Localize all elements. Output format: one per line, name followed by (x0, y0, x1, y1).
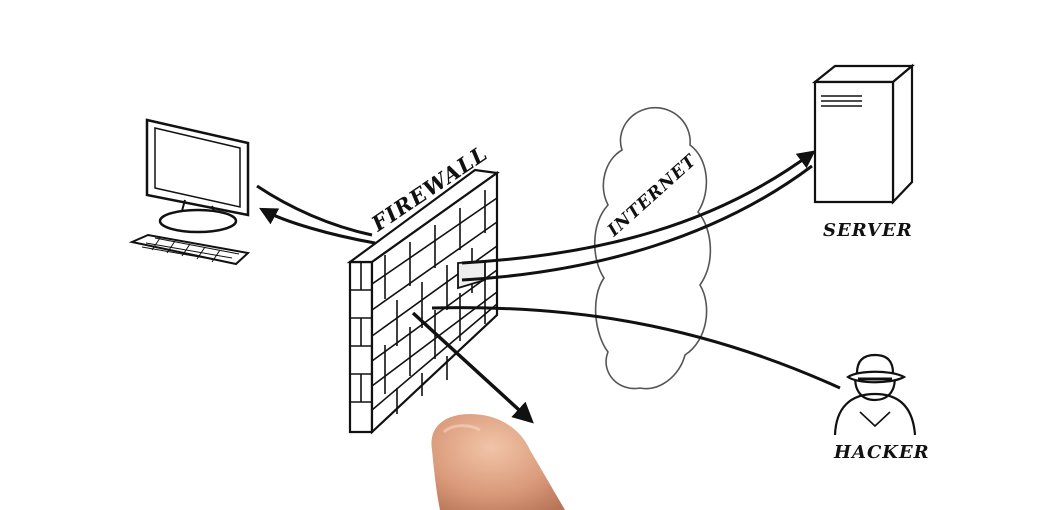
redirected-arrow (411, 311, 534, 424)
hacker-label: HACKER (833, 442, 930, 463)
keyboard-icon (128, 233, 251, 266)
server-icon (811, 63, 916, 205)
computer-icon (145, 118, 250, 234)
firewall-icon (346, 168, 500, 435)
cloud-icon (593, 107, 712, 390)
arrow-to-server (461, 150, 816, 282)
arrow-to-computer (256, 184, 376, 245)
server-label: SERVER (823, 220, 913, 241)
internet-label: INTERNET (603, 150, 701, 241)
hacker-icon (833, 353, 917, 436)
hacker-connection (431, 306, 841, 390)
finger-image (431, 414, 565, 510)
